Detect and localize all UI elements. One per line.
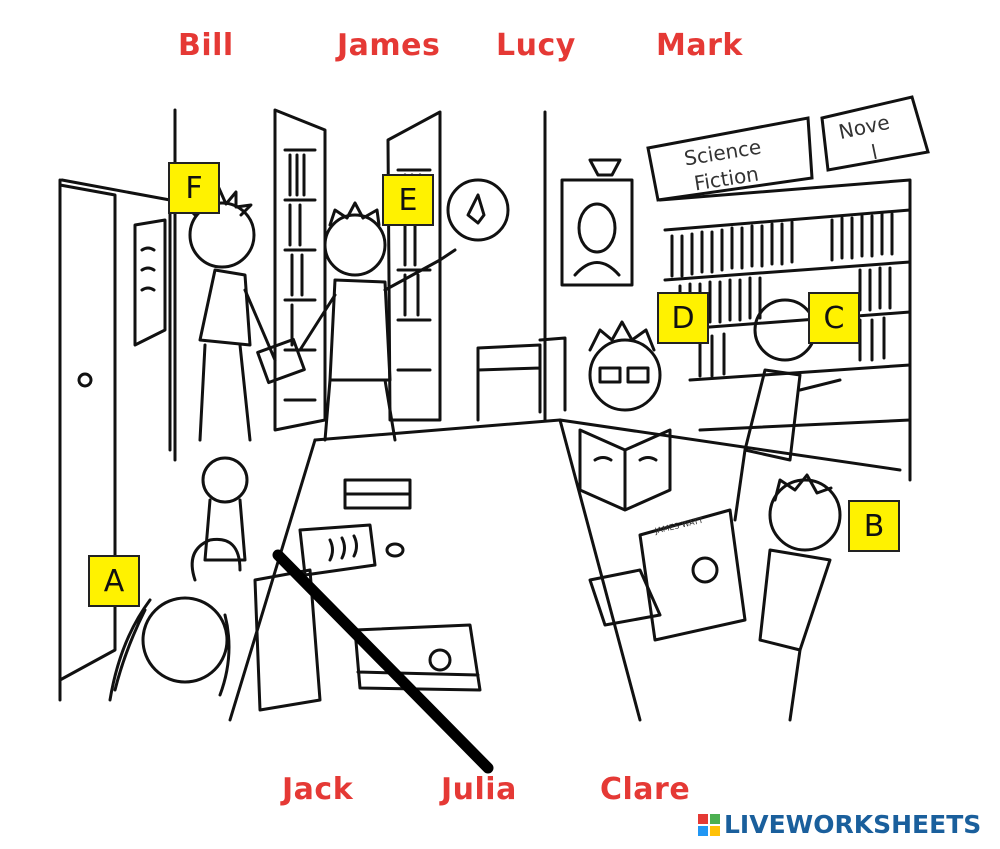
svg-text:l: l [869, 140, 879, 165]
liveworksheets-brand: LIVEWORKSHEETS [698, 810, 981, 839]
name-lucy[interactable]: Lucy [496, 28, 576, 63]
sign-novel: Nove l [820, 95, 930, 172]
label-c[interactable]: C [808, 292, 860, 344]
label-f[interactable]: F [168, 162, 220, 214]
brand-text: LIVEWORKSHEETS [724, 810, 982, 839]
label-d[interactable]: D [657, 292, 709, 344]
label-a[interactable]: A [88, 555, 140, 607]
liveworksheets-logo-icon [698, 813, 720, 836]
name-clare[interactable]: Clare [600, 772, 691, 807]
sign-science-fiction: Science Fiction [646, 116, 814, 202]
poster-title: JAMES WATT [653, 516, 704, 536]
label-b[interactable]: B [848, 500, 900, 552]
name-jack[interactable]: Jack [282, 772, 354, 807]
label-e[interactable]: E [382, 174, 434, 226]
name-julia[interactable]: Julia [441, 772, 517, 807]
name-bill[interactable]: Bill [178, 28, 234, 63]
name-mark[interactable]: Mark [656, 28, 743, 63]
name-james[interactable]: James [337, 28, 441, 63]
